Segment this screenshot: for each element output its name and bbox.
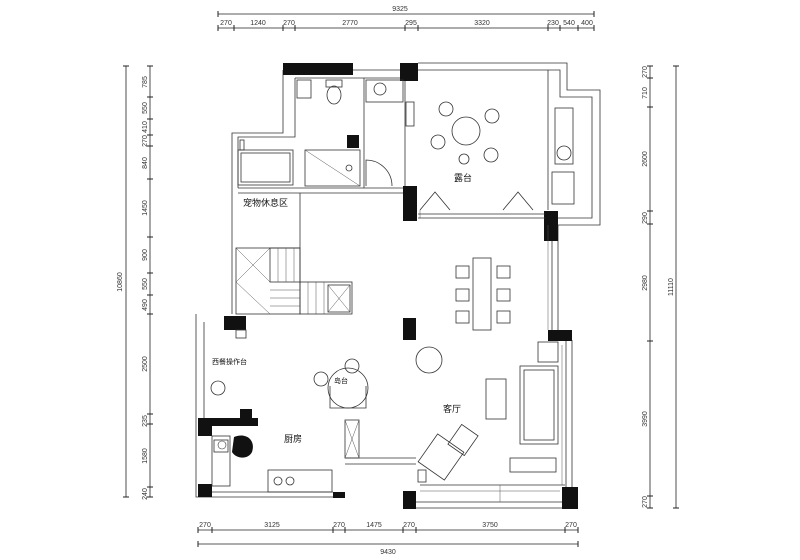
top-dim-3: 270	[283, 20, 295, 27]
left-total-dim: 10860	[117, 272, 124, 292]
western-counter-label: 西餐操作台	[212, 357, 247, 366]
right-dim-2: 710	[642, 87, 649, 99]
bottom-dim-5: 270	[403, 522, 415, 529]
right-dim-6: 3990	[642, 411, 649, 427]
top-dim-1: 270	[220, 20, 232, 27]
right-dim-1: 270	[642, 66, 649, 78]
kitchen-furniture	[210, 329, 369, 493]
room-labels: 露台 宠物休息区 西餐操作台 岛台 厨房 客厅	[212, 172, 472, 445]
right-dimensions: 270 710 2600 290 2980 3990 270 11110	[642, 65, 679, 509]
left-dim-3: 410	[142, 121, 149, 133]
bottom-dim-3: 270	[333, 522, 345, 529]
top-dim-7: 230	[547, 20, 559, 27]
staircase	[235, 247, 353, 315]
left-dim-12: 1580	[142, 448, 149, 464]
top-dim-2: 1240	[250, 20, 266, 27]
wall-outlines	[195, 62, 601, 509]
bottom-dimensions: 270 3125 270 1475 270 3750 270 9430	[197, 522, 579, 556]
kitchen-label: 厨房	[284, 433, 302, 445]
right-dim-4: 290	[642, 212, 649, 224]
bottom-dim-6: 3750	[482, 522, 498, 529]
bottom-dim-2: 3125	[264, 522, 280, 529]
top-dim-4: 2770	[342, 20, 358, 27]
left-dim-9: 490	[142, 299, 149, 311]
top-dimensions: 9325 270 1240 270 2770 295 3320 230 540 …	[217, 6, 595, 31]
bottom-total-dim: 9430	[380, 549, 396, 556]
top-dim-6: 3320	[474, 20, 490, 27]
terrace-label: 露台	[454, 172, 472, 184]
living-label: 客厅	[443, 403, 461, 415]
left-dim-4: 270	[142, 135, 149, 147]
pet-area-label: 宠物休息区	[243, 197, 288, 209]
bottom-dim-7: 270	[565, 522, 577, 529]
island-label: 岛台	[334, 376, 348, 385]
top-dim-8: 540	[563, 20, 575, 27]
top-dim-5: 295	[405, 20, 417, 27]
left-dim-2: 550	[142, 102, 149, 114]
left-dim-5: 840	[142, 157, 149, 169]
left-dim-1: 785	[142, 76, 149, 88]
right-dim-3: 2600	[642, 151, 649, 167]
left-dim-11: 235	[142, 415, 149, 427]
right-dim-5: 2980	[642, 275, 649, 291]
right-dim-7: 270	[642, 496, 649, 508]
left-dim-6: 1450	[142, 200, 149, 216]
bottom-dim-1: 270	[199, 522, 211, 529]
left-dim-8: 550	[142, 278, 149, 290]
left-dim-13: 240	[142, 488, 149, 500]
top-total-dim: 9325	[392, 6, 408, 13]
left-dim-7: 900	[142, 249, 149, 261]
left-dimensions: 10860 785 550 410 270 840 1450 900 550 4…	[117, 65, 153, 500]
structural-columns	[198, 63, 578, 509]
left-dim-10: 2500	[142, 356, 149, 372]
bottom-dim-4: 1475	[366, 522, 382, 529]
living-furniture	[415, 225, 563, 502]
right-total-dim: 11110	[668, 278, 675, 296]
top-dim-9: 400	[581, 20, 593, 27]
bathroom	[237, 79, 415, 187]
terrace-furniture	[418, 101, 575, 219]
